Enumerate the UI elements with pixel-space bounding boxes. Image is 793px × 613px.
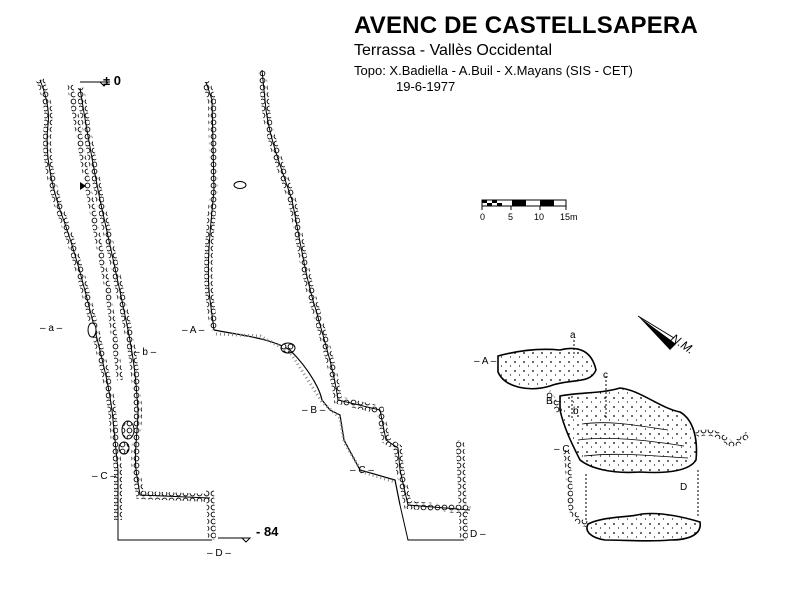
section-mark-D: D – (470, 529, 486, 540)
section-2-lower-pit (456, 439, 468, 541)
section-1-right-wall (76, 87, 211, 502)
section-2-right-wall (258, 69, 471, 514)
profile-section-2: – A – – B – – C – D – (182, 69, 486, 541)
section-mark-A: – A – (182, 325, 205, 336)
section-mark-a-left: – a – (40, 323, 63, 334)
plan-mark-c: c (603, 370, 608, 381)
profile-section-1: ± 0 - 84 – a – – b – – C – – D – (36, 73, 279, 559)
north-label: N.M. (668, 331, 697, 357)
bottom-floor-marker (218, 537, 252, 543)
plan-west-gallery (545, 390, 563, 414)
map-title: AVENC DE CASTELLSAPERA (354, 12, 698, 39)
top-datum-arrow (99, 81, 109, 87)
section-mark-C-left: – C – (92, 471, 116, 482)
section-mark-D-bottom: – D – (207, 548, 231, 559)
boulder (87, 322, 97, 338)
section-mark-b-right: – b – (134, 347, 157, 358)
plan-main-chamber (559, 387, 698, 474)
plan-lower-link (563, 449, 589, 527)
scale-tick-10: 10 (534, 212, 544, 222)
plan-mark-A: – A – (474, 356, 497, 367)
north-arrow-icon (638, 316, 676, 350)
plan-view: a – A – c B – b – C D (474, 330, 751, 542)
section-1-bottom-wall (206, 489, 216, 541)
section-mark-B: – B – (302, 405, 326, 416)
plan-side-passage (695, 429, 751, 447)
boulder (118, 441, 130, 455)
section-mark-C: – C – (350, 465, 374, 476)
plan-lower-chamber (586, 512, 701, 542)
plan-mark-B: B – (546, 396, 561, 407)
survey-credits: Topo: X.Badiella - A.Buil - X.Mayans (SI… (354, 63, 633, 78)
plan-mark-C: – C (554, 444, 570, 455)
scale-bar: 0 5 10 15m (480, 199, 578, 222)
plan-mark-D: D (680, 482, 687, 493)
scale-tick-5: 5 (508, 212, 513, 222)
depth-bottom-label: - 84 (256, 524, 279, 539)
survey-date: 19-6-1977 (396, 79, 456, 94)
section-2-floor (213, 329, 401, 506)
scale-tick-15m: 15m (560, 212, 578, 222)
scale-tick-0: 0 (480, 212, 485, 222)
boulder (233, 181, 247, 189)
map-subtitle: Terrassa - Vallès Occidental (354, 42, 552, 59)
boulder (280, 342, 296, 354)
north-arrow: N.M. (637, 315, 697, 357)
depth-top-label: ± 0 (103, 73, 121, 88)
plan-passage-a (497, 347, 597, 390)
plan-mark-b: b (573, 406, 579, 417)
plan-mark-a: a (570, 330, 576, 341)
boulder (121, 420, 135, 440)
